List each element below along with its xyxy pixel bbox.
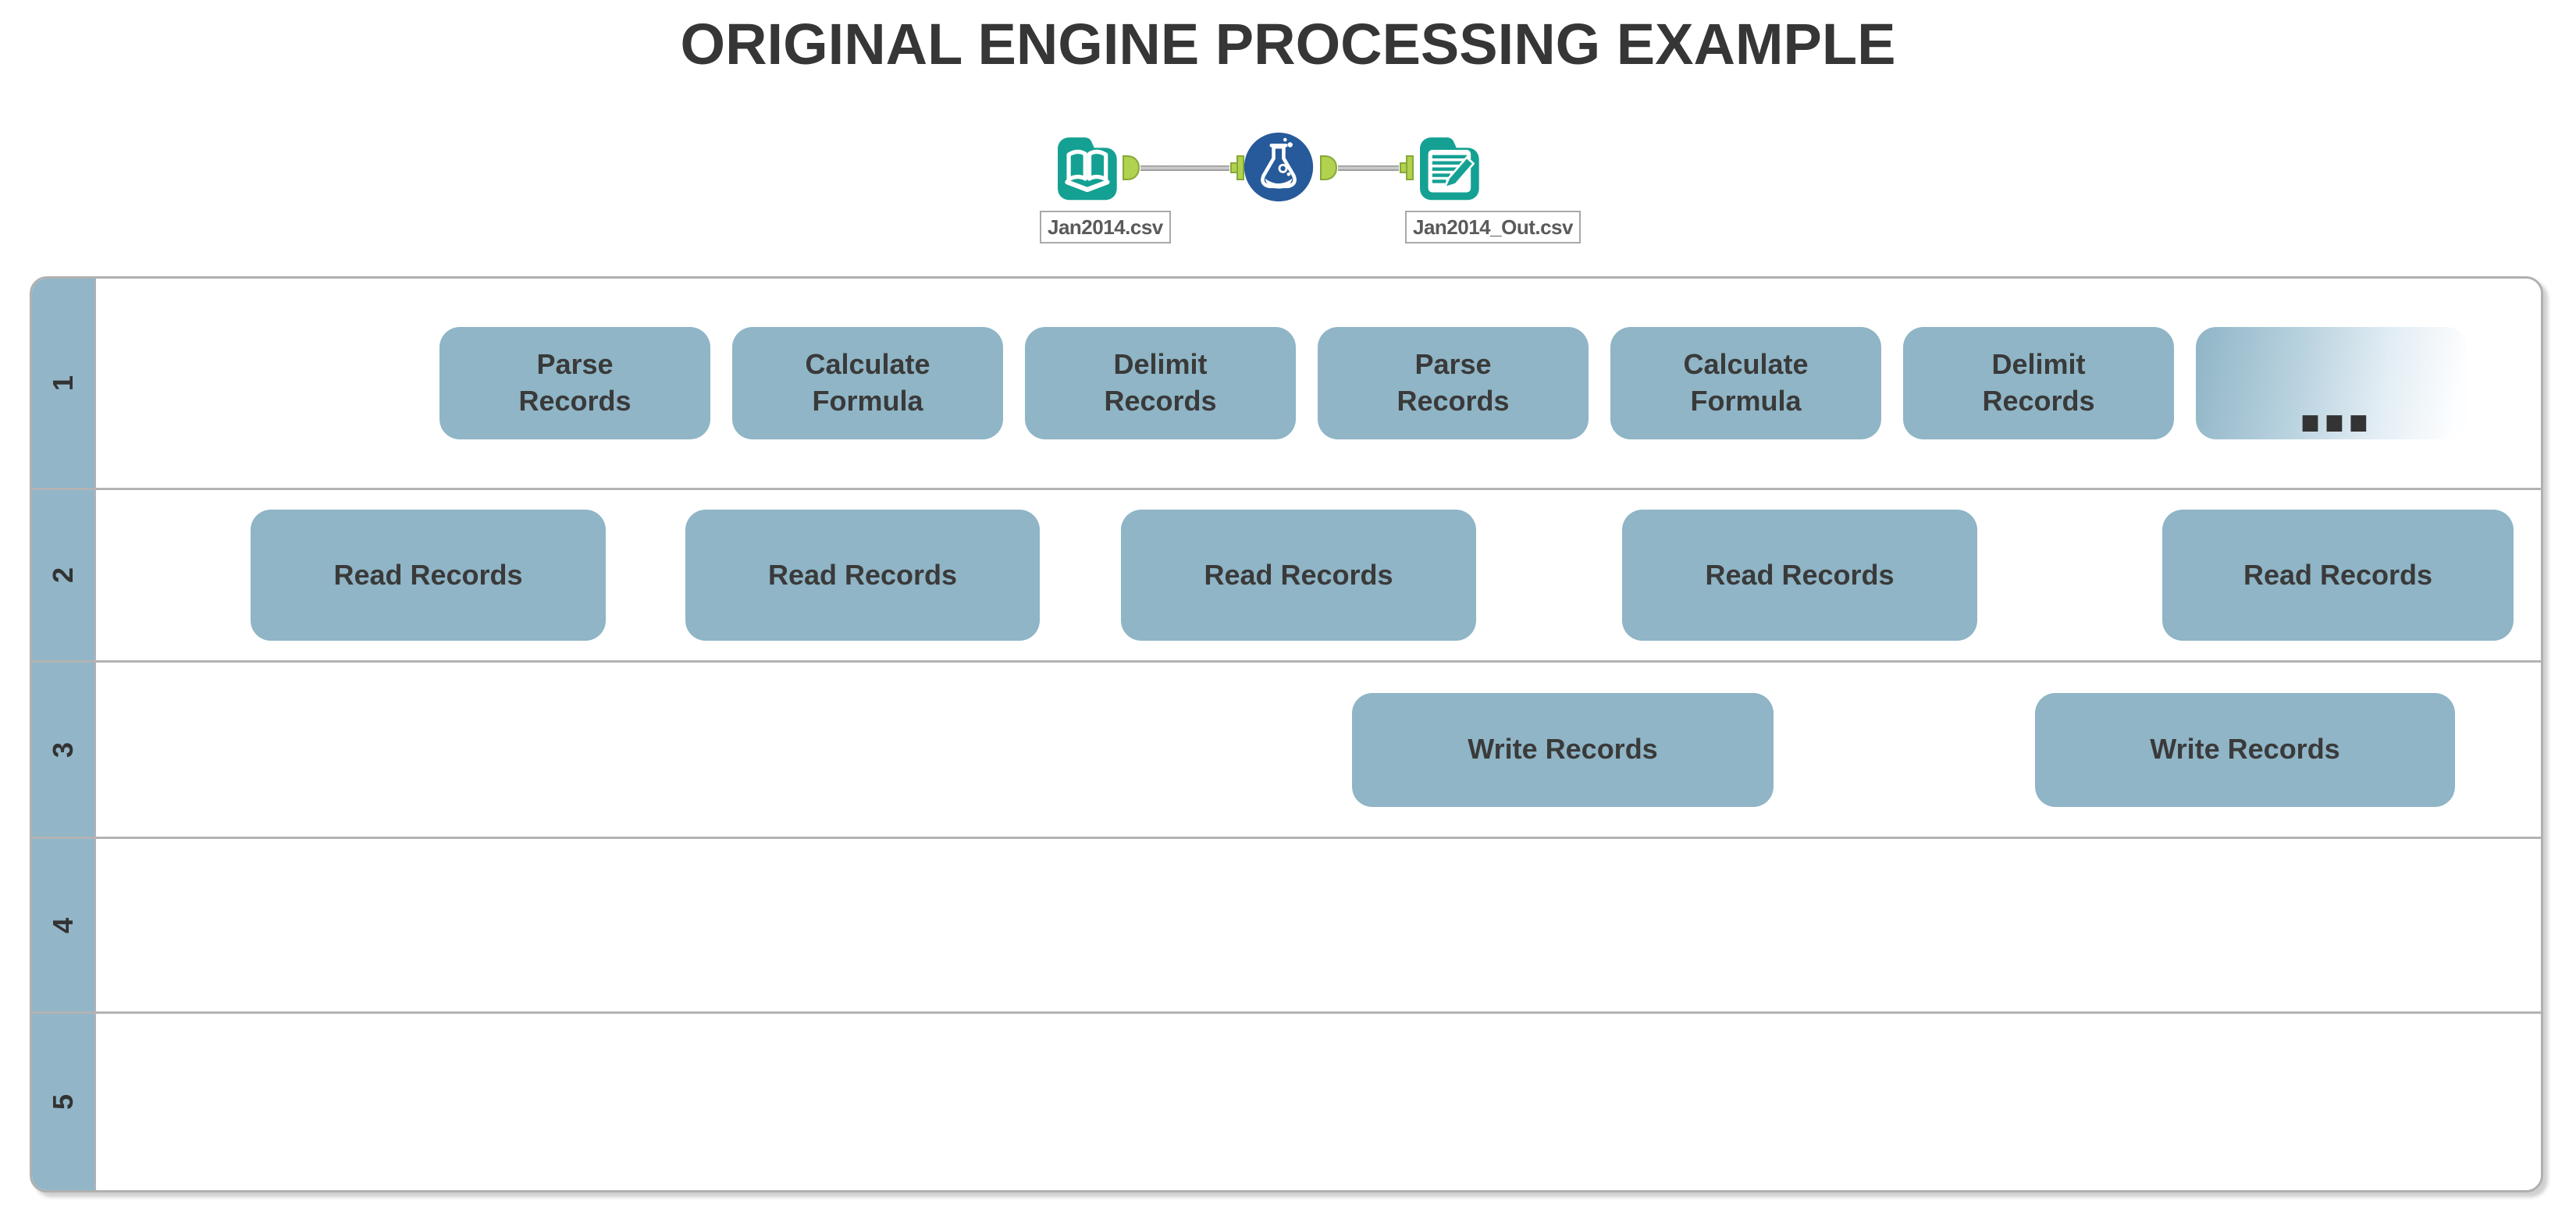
process-box: Calculate Formula — [1610, 327, 1881, 439]
lane-row-5: 5 — [32, 1011, 2541, 1190]
connector — [1122, 153, 1245, 183]
lane-strip: 3 — [32, 663, 96, 837]
lane-number: 1 — [47, 375, 79, 392]
process-box: Delimit Records — [1903, 327, 2174, 439]
process-box: Read Records — [251, 510, 606, 641]
process-box-label: Calculate Formula — [1683, 348, 1809, 417]
process-box: Read Records — [685, 510, 1040, 641]
output-data-icon — [1420, 137, 1479, 201]
swimlane-container: 1 Parse Records Calculate Formula Delimit … — [30, 276, 2543, 1192]
output-filename-label: Jan2014_Out.csv — [1405, 211, 1581, 243]
process-box: Read Records — [1622, 510, 1977, 641]
lane-row-4: 4 — [32, 837, 2541, 1011]
process-box: Write Records — [2035, 692, 2455, 807]
input-data-icon — [1058, 137, 1117, 201]
connector-line — [1338, 165, 1399, 171]
formula-icon — [1244, 132, 1314, 202]
lane-strip: 2 — [32, 490, 96, 660]
lane-content: Read Records Read Records Read Records Read… — [96, 490, 2541, 660]
connector — [1319, 153, 1414, 183]
process-box-label: Read Records — [1705, 558, 1895, 591]
process-box: Parse Records — [439, 327, 710, 439]
lane-number: 2 — [47, 567, 79, 584]
lane-content — [96, 839, 2541, 1011]
connector-line — [1140, 165, 1229, 171]
lane-row-3: 3 Write Records Write Records — [32, 660, 2541, 837]
process-box-label: Read Records — [767, 558, 958, 591]
lane-number: 4 — [47, 917, 79, 933]
connector-start-anchor-icon — [1123, 155, 1140, 180]
process-box-label: Read Records — [1204, 558, 1393, 591]
continuation-box: ... — [2196, 327, 2467, 449]
process-box-label: Parse Records — [1397, 348, 1510, 417]
process-box: Read Records — [2162, 510, 2514, 641]
lane-content: Write Records Write Records — [96, 663, 2541, 837]
lane-number: 5 — [47, 1093, 79, 1111]
page-title: ORIGINAL ENGINE PROCESSING EXAMPLE — [680, 12, 1896, 76]
process-box-label: Read Records — [2243, 558, 2433, 591]
lane-row-1: 1 Parse Records Calculate Formula Delimit … — [32, 279, 2541, 488]
process-box: Calculate Formula — [732, 327, 1003, 439]
connector-end-anchor-icon — [1400, 155, 1414, 180]
lane-strip: 5 — [32, 1014, 96, 1190]
process-box-label: Write Records — [1468, 733, 1658, 766]
connector-start-anchor-icon — [1320, 155, 1338, 180]
process-box-label: Parse Records — [518, 348, 632, 417]
lane-strip: 1 — [32, 279, 96, 488]
lane-number: 3 — [47, 741, 79, 758]
process-box-label: Delimit Records — [1104, 348, 1217, 417]
lane-strip: 4 — [32, 839, 96, 1011]
input-filename-label: Jan2014.csv — [1040, 211, 1171, 243]
process-box-label: Write Records — [2150, 733, 2340, 766]
process-box: Delimit Records — [1025, 327, 1296, 439]
process-box: Read Records — [1121, 510, 1476, 641]
lane-content — [96, 1014, 2541, 1190]
process-box-label: Read Records — [333, 558, 523, 591]
process-box: Parse Records — [1318, 327, 1589, 439]
process-box: Write Records — [1352, 692, 1774, 807]
lane-content: Parse Records Calculate Formula Delimit Re… — [96, 279, 2541, 488]
process-box-label: Delimit Records — [1982, 348, 2095, 417]
connector-end-anchor-icon — [1230, 155, 1244, 180]
process-box-label: Calculate Formula — [805, 348, 930, 417]
